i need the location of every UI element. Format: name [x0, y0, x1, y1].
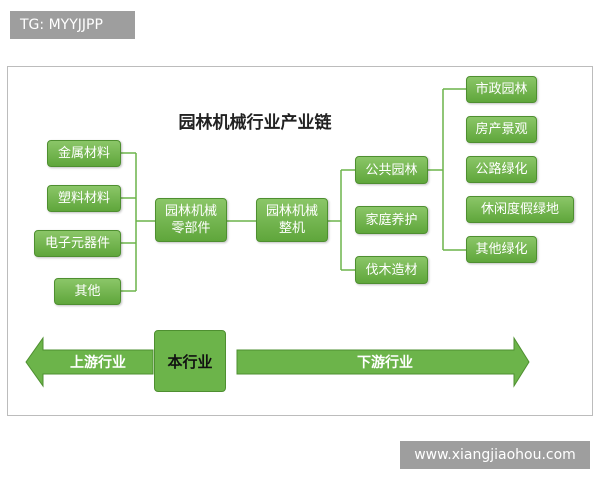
application-box-home: 家庭养护 — [355, 206, 428, 234]
use-box-highway: 公路绿化 — [466, 156, 537, 183]
watermark-site: www.xiangjiaohou.com — [400, 441, 590, 469]
downstream-label: 下游行业 — [357, 355, 413, 371]
material-box-plastic: 塑料材料 — [47, 185, 121, 212]
use-box-property: 房产景观 — [466, 116, 537, 143]
upstream-label: 上游行业 — [70, 355, 126, 371]
material-box-metal: 金属材料 — [47, 140, 121, 167]
material-box-electronics: 电子元器件 — [34, 230, 121, 257]
diagram-frame — [7, 66, 593, 416]
parts-box: 园林机械 零部件 — [155, 198, 227, 242]
diagram-title: 园林机械行业产业链 — [178, 113, 332, 133]
machine-box: 园林机械 整机 — [256, 198, 328, 242]
upstream-arrow — [25, 336, 154, 388]
use-box-other-green: 其他绿化 — [466, 236, 537, 263]
application-box-public: 公共园林 — [355, 156, 428, 184]
application-box-logging: 伐木造材 — [355, 256, 428, 284]
use-box-municipal: 市政园林 — [466, 76, 537, 103]
material-box-other: 其他 — [54, 278, 121, 305]
use-box-leisure: 休闲度假绿地 — [466, 196, 574, 223]
downstream-arrow — [236, 336, 530, 388]
this-industry-box: 本行业 — [154, 330, 226, 392]
watermark-tag: TG: MYYJJPP — [10, 11, 135, 39]
